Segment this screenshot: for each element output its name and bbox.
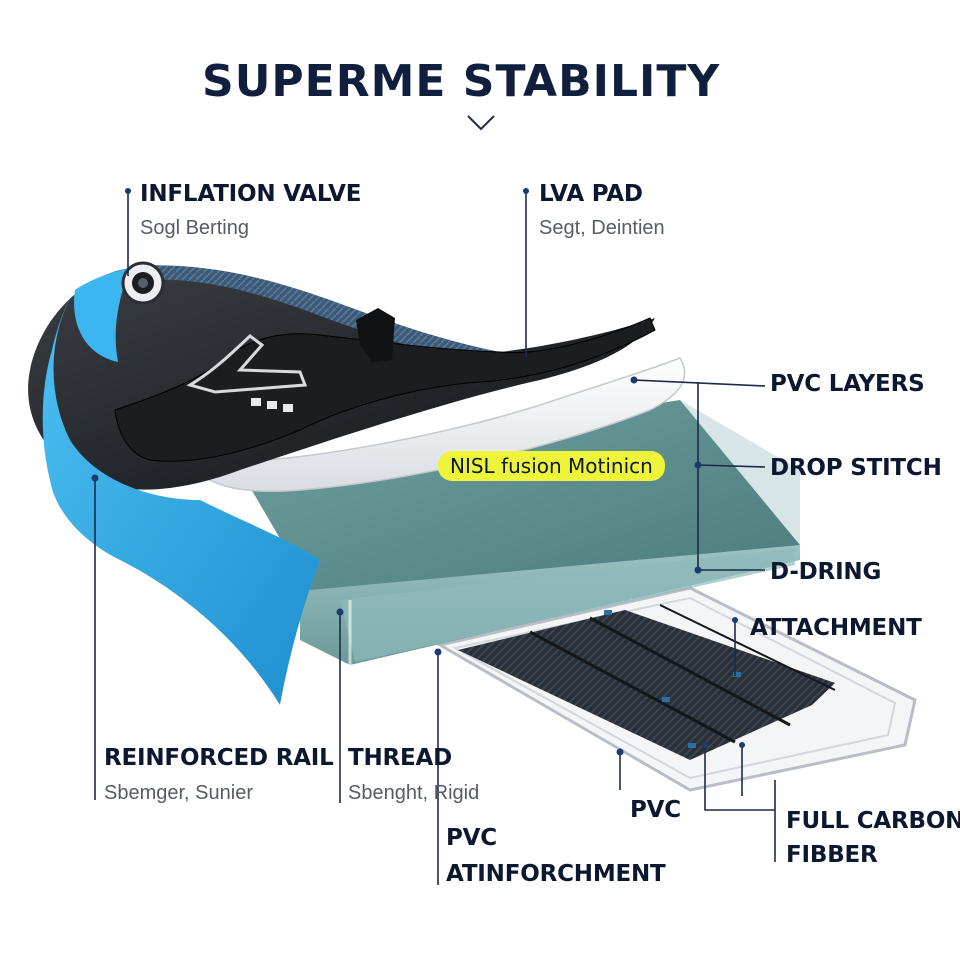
- label-pvc-layers: PVC LAYERS: [770, 371, 925, 397]
- carbon-top-panel: [130, 265, 500, 362]
- deck-pad: [114, 317, 656, 462]
- sublabel-thread: Sbenght, Rigid: [348, 782, 480, 804]
- label-pvc-reinforcement-line2: ATINFORCHMENT: [446, 861, 666, 887]
- label-inflation-valve: INFLATION VALVE: [140, 181, 362, 207]
- badge-fusion: NISL fusion Motinicn: [438, 451, 665, 481]
- chevron-down-icon: [467, 115, 495, 131]
- handle: [356, 308, 395, 362]
- label-d-dring: D-DRING: [770, 559, 882, 585]
- sublabel-lva-pad: Segt, Deintien: [539, 217, 665, 239]
- reinforced-rail: [42, 290, 320, 705]
- label-full-carbon-line1: FULL CARBON: [786, 808, 960, 834]
- label-attachment: ATTACHMENT: [750, 615, 922, 641]
- callout-dots: [91, 188, 745, 756]
- label-thread: THREAD: [348, 745, 453, 771]
- label-full-carbon-line2: FIBBER: [786, 842, 878, 868]
- label-reinforced-rail: REINFORCED RAIL: [104, 745, 334, 771]
- sublabel-reinforced-rail: Sbemger, Sunier: [104, 782, 253, 804]
- carbon-fiber-plate: [458, 610, 835, 760]
- sublabel-inflation-valve: Sogl Berting: [140, 217, 249, 239]
- page-title: SUPERME STABILITY: [202, 56, 721, 107]
- callout-lines: [94, 191, 776, 885]
- label-pvc-reinforcement-line1: PVC: [446, 825, 497, 851]
- pvc-layer: [188, 357, 686, 492]
- label-lva-pad: LVA PAD: [539, 181, 643, 207]
- label-drop-stitch: DROP STITCH: [770, 455, 942, 481]
- label-pvc: PVC: [630, 797, 681, 823]
